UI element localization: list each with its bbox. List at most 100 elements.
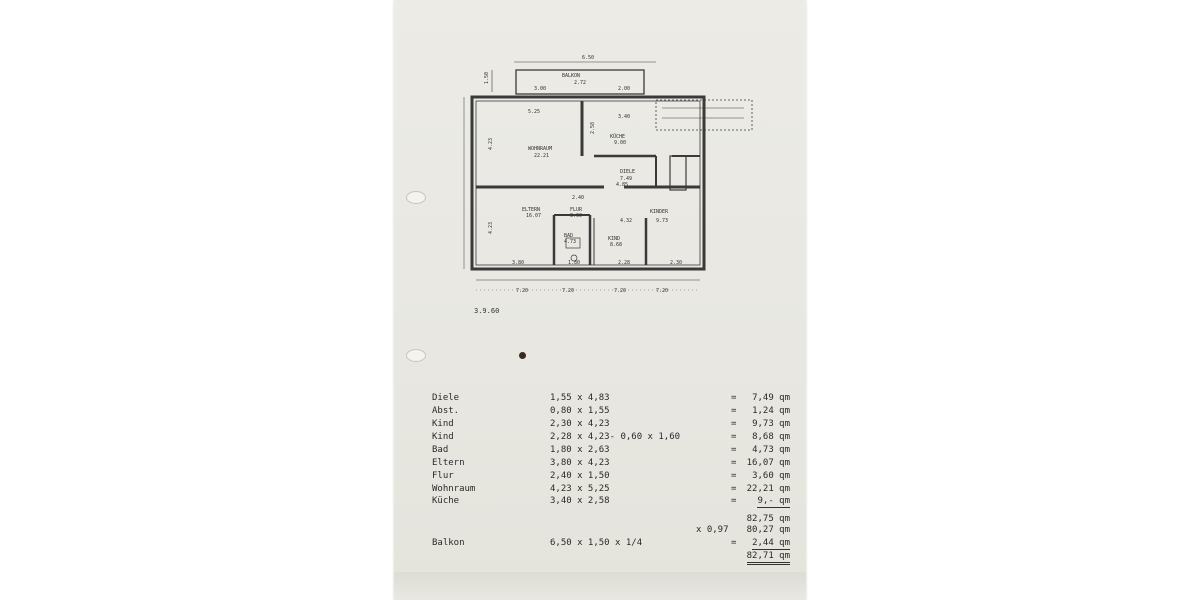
calc-total-row: 82,71 qm [394, 550, 806, 565]
calc-room-label: Kind [432, 419, 454, 429]
plan-room-area: 8.68 [610, 242, 622, 248]
plan-side-dim: 1.50 [484, 72, 490, 84]
calc-equals: = [731, 484, 737, 494]
calc-dims: 4,23 x 5,25 [550, 484, 610, 494]
calc-row: Flur 2,40 x 1,50 = 3,60 qm [394, 470, 806, 482]
plan-room-label: KINDER [650, 209, 669, 215]
plan-bottom-dim: 7.20 [656, 288, 668, 294]
calc-total: 82,71 qm [746, 550, 790, 565]
punch-hole [406, 191, 426, 204]
plan-top-dim: 6.50 [582, 55, 594, 61]
plan-room-area: 9.00 [614, 140, 626, 146]
calc-value: 16,07 qm [746, 458, 790, 468]
plan-room-area: 3.60 [570, 213, 582, 219]
plan-room-label: BAD [564, 233, 573, 239]
plan-balcony-area: 2.72 [574, 80, 586, 86]
plan-room-area: 16.07 [526, 213, 541, 219]
plan-balcony-dim-left: 3.00 [534, 86, 546, 92]
calc-balcony-label: Balkon [432, 538, 465, 548]
calc-dims: 1,55 x 4,83 [550, 393, 610, 403]
floor-plan: 6.50 1.50 BALKON 2.72 3.00 2.00 5.25 WOH… [463, 55, 753, 294]
calc-balcony-dims: 6,50 x 1,50 x 1/4 [550, 538, 643, 548]
calc-dims: 2,40 x 1,50 [550, 471, 610, 481]
calc-row: Abst. 0,80 x 1,55 = 1,24 qm [394, 405, 806, 417]
plan-room-dim: 3.80 [512, 260, 524, 266]
calc-room-label: Diele [432, 393, 460, 403]
calc-reduced: 80,27 qm [746, 525, 790, 535]
calc-value: 7,49 qm [752, 393, 790, 403]
plan-room-label: ELTERN [522, 207, 540, 213]
plan-room-label: DIELE [620, 169, 635, 175]
calc-equals: = [731, 432, 737, 442]
calc-equals: = [731, 458, 737, 468]
plan-bottom-dim: 7.20 [516, 288, 528, 294]
calc-value: 8,68 qm [752, 432, 790, 442]
plan-room-side: 4.23 [488, 138, 494, 150]
calc-dims: 2,28 x 4,23- 0,60 x 1,60 [550, 432, 681, 442]
calc-equals: = [731, 496, 737, 506]
plan-room-area: 7.49 [620, 176, 632, 182]
calc-subtotal: 82,75 qm [746, 514, 790, 524]
calc-room-label: Küche [432, 496, 460, 506]
plan-bottom-dim: 7.20 [614, 288, 626, 294]
document-page: 6.50 1.50 BALKON 2.72 3.00 2.00 5.25 WOH… [394, 0, 806, 600]
calc-subtotal-row: 82,75 qm [394, 513, 806, 525]
calc-equals: = [731, 419, 737, 429]
plan-room-area: 4.73 [564, 239, 576, 245]
page-fold [394, 572, 806, 600]
calc-room-label: Abst. [432, 406, 460, 416]
calc-reduced-row: x 0,97 80,27 qm [394, 524, 806, 536]
calc-value: 9,- qm [757, 496, 790, 508]
calc-row: Kind 2,28 x 4,23- 0,60 x 1,60 = 8,68 qm [394, 431, 806, 443]
calc-row: Bad 1,80 x 2,63 = 4,73 qm [394, 444, 806, 456]
calc-row: Küche 3,40 x 2,58 = 9,- qm [394, 495, 806, 508]
calc-room-label: Flur [432, 471, 454, 481]
plan-room-side: 4.23 [488, 222, 494, 234]
plan-room-dim: 1.80 [568, 260, 580, 266]
ink-stain [519, 352, 526, 359]
calc-room-label: Bad [432, 445, 449, 455]
calc-value: 1,24 qm [752, 406, 790, 416]
plan-room-label: FLUR [570, 207, 583, 213]
calc-value: 9,73 qm [752, 419, 790, 429]
calc-dims: 1,80 x 2,63 [550, 445, 610, 455]
area-calculation: Diele 1,55 x 4,83 = 7,49 qm Abst. 0,80 x… [394, 0, 806, 600]
calc-row: Wohnraum 4,23 x 5,25 = 22,21 qm [394, 483, 806, 495]
calc-dims: 0,80 x 1,55 [550, 406, 610, 416]
calc-room-label: Wohnraum [432, 484, 476, 494]
calc-equals: = [731, 406, 737, 416]
plan-room-side: 2.58 [590, 122, 596, 134]
plan-room-dim: 4.85 [616, 182, 628, 188]
calc-equals: = [731, 393, 737, 403]
calc-room-label: Kind [432, 432, 454, 442]
plan-room-label: KIND [608, 236, 620, 242]
calc-dims: 3,40 x 2,58 [550, 496, 610, 506]
calc-dims: 2,30 x 4,23 [550, 419, 610, 429]
calc-row: Diele 1,55 x 4,83 = 7,49 qm [394, 392, 806, 404]
plan-room-label: KÜCHE [610, 133, 625, 140]
calc-equals: = [731, 538, 737, 548]
plan-room-dim: 2.30 [670, 260, 682, 266]
plan-room-dim: 2.40 [572, 195, 584, 201]
calc-factor: x 0,97 [696, 525, 729, 535]
plan-total-label: 3.9.60 [474, 307, 500, 315]
calc-balcony-value: 2,44 qm [752, 538, 790, 550]
plan-room-dim: 3.40 [618, 114, 630, 120]
calc-dims: 3,80 x 4,23 [550, 458, 610, 468]
calc-value: 22,21 qm [746, 484, 790, 494]
plan-room-area: 22.21 [534, 153, 549, 159]
calc-row: Eltern 3,80 x 4,23 = 16,07 qm [394, 457, 806, 469]
calc-balcony-row: Balkon 6,50 x 1,50 x 1/4 = 2,44 qm [394, 537, 806, 550]
plan-room-extra: 4.32 [620, 218, 632, 224]
calc-row: Kind 2,30 x 4,23 = 9,73 qm [394, 418, 806, 430]
plan-bottom-dim: 7.20 [562, 288, 574, 294]
plan-room-dim: 2.28 [618, 260, 630, 266]
punch-hole [406, 349, 426, 362]
plan-room-label: WOHNRAUM [528, 146, 552, 152]
plan-room-dim: 5.25 [528, 109, 540, 115]
plan-balcony-label: BALKON [562, 73, 580, 79]
plan-room-area: 9.73 [656, 218, 668, 224]
plan-balcony-dim-right: 2.00 [618, 86, 630, 92]
calc-room-label: Eltern [432, 458, 465, 468]
calc-equals: = [731, 471, 737, 481]
